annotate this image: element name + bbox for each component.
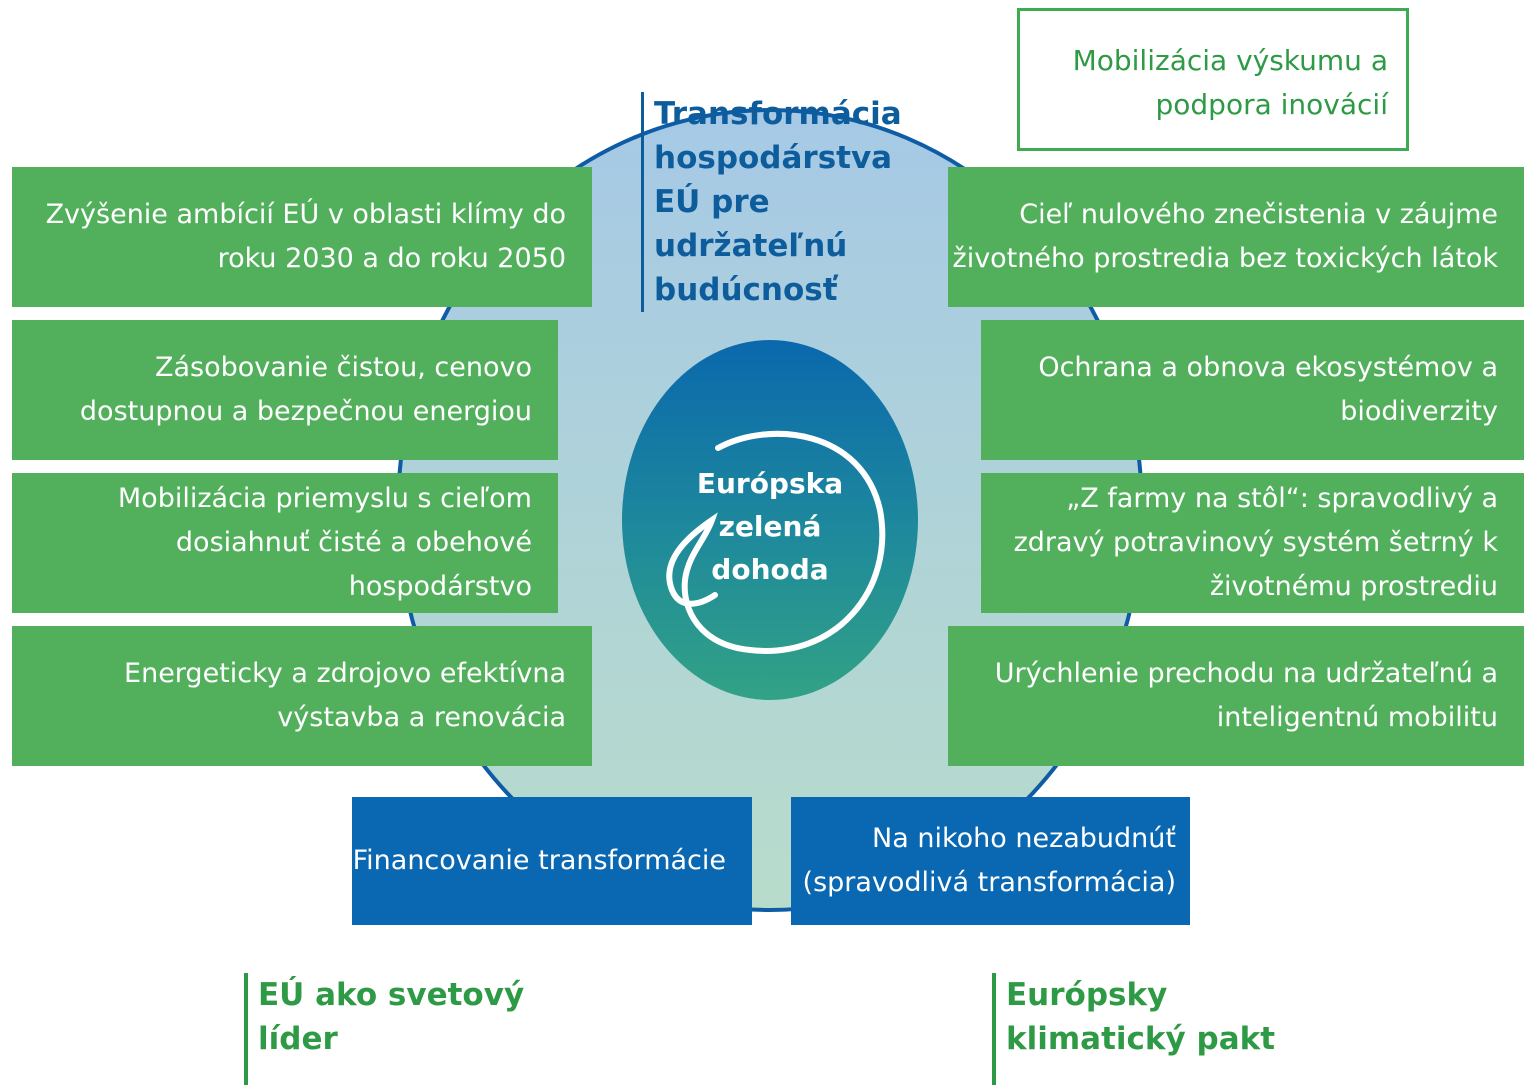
left-box-2: Zásobovanie čistou, cenovo dostupnou a b… [12,320,558,460]
footer-left-text: EÚ ako svetový líder [258,977,525,1057]
left-box-1: Zvýšenie ambícií EÚ v oblasti klímy do r… [12,167,592,307]
research-innovation-box: Mobilizácia výskumu a podpora inovácií [1017,8,1409,151]
just-transition-text: Na nikoho nezabudnúť (spravodlivá transf… [802,823,1176,898]
research-innovation-text: Mobilizácia výskumu a podpora inovácií [1072,44,1388,121]
footer-left-heading: EÚ ako svetový líder [244,973,544,1085]
center-label: Európska zelená dohoda [690,462,850,591]
left-box-4-text: Energeticky a zdrojovo efektívna výstavb… [124,658,566,733]
center-label-text: Európska zelená dohoda [696,467,844,586]
just-transition-box: Na nikoho nezabudnúť (spravodlivá transf… [791,797,1190,925]
left-box-3-text: Mobilizácia priemyslu s cieľom dosiahnuť… [117,483,532,602]
right-box-2-text: Ochrana a obnova ekosystémov a biodiverz… [1038,352,1498,427]
financing-text: Financovanie transformácie [352,845,726,876]
footer-right-text: Európsky klimatický pakt [1006,977,1276,1057]
right-box-4: Urýchlenie prechodu na udržateľnú a inte… [948,626,1524,766]
right-box-3: „Z farmy na stôl“: spravodlivý a zdravý … [981,473,1524,613]
right-box-1: Cieľ nulového znečistenia v záujme život… [948,167,1524,307]
right-box-4-text: Urýchlenie prechodu na udržateľnú a inte… [994,658,1498,733]
center-ellipse [622,340,918,700]
main-title-text: Transformácia hospodárstva EÚ pre udržat… [654,96,902,308]
left-box-2-text: Zásobovanie čistou, cenovo dostupnou a b… [79,352,532,427]
right-box-2: Ochrana a obnova ekosystémov a biodiverz… [981,320,1524,460]
swirl-leaf-icon [666,430,886,654]
right-box-3-text: „Z farmy na stôl“: spravodlivý a zdravý … [1013,483,1498,602]
main-title: Transformácia hospodárstva EÚ pre udržat… [641,92,911,312]
financing-box: Financovanie transformácie [352,797,752,925]
right-box-1-text: Cieľ nulového znečistenia v záujme život… [952,199,1498,274]
left-box-3: Mobilizácia priemyslu s cieľom dosiahnuť… [12,473,558,613]
left-box-4: Energeticky a zdrojovo efektívna výstavb… [12,626,592,766]
footer-right-heading: Európsky klimatický pakt [992,973,1312,1085]
left-box-1-text: Zvýšenie ambícií EÚ v oblasti klímy do r… [45,199,566,274]
